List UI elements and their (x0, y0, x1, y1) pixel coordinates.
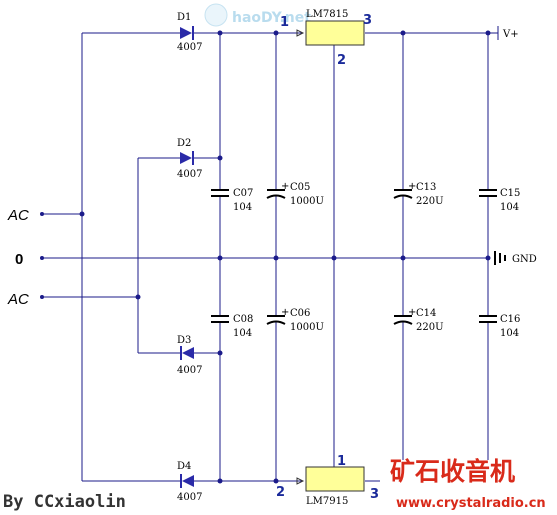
capacitor-c07-ref: C07 (233, 188, 253, 199)
input-ac-bottom-label: AC (7, 291, 29, 308)
capacitor-c14: + C14 220U (393, 307, 444, 333)
svg-text:+: + (281, 307, 289, 318)
capacitor-c05-value: 1000U (290, 196, 324, 207)
diode-d3-ref: D3 (177, 335, 191, 346)
regulator-lm7915: LM7915 2 1 3 (276, 454, 379, 507)
brand-url: www.crystalradio.cn (396, 496, 546, 511)
capacitor-c05-ref: C05 (290, 182, 310, 193)
capacitor-c08-value: 104 (233, 328, 252, 339)
watermark-text: haoDY.net (232, 10, 311, 26)
input-zero-label: 0 (15, 251, 23, 268)
brand-logo-text: 矿石收音机 (390, 457, 515, 486)
port-vplus: V+ (497, 26, 519, 40)
diode-d2-ref: D2 (177, 138, 191, 149)
capacitor-c13-ref: C13 (416, 182, 436, 193)
diode-d4: D4 4007 (177, 461, 202, 503)
capacitor-c16-ref: C16 (500, 314, 520, 325)
junction-dots (40, 30, 491, 484)
capacitor-c08-ref: C08 (233, 314, 253, 325)
regulator-top-part: LM7815 (306, 9, 348, 20)
diode-d4-part: 4007 (177, 492, 202, 503)
capacitor-c14-ref: C14 (416, 308, 436, 319)
ground-symbol: GND (494, 251, 537, 265)
svg-text:+: + (408, 307, 416, 318)
diode-d1: D1 4007 (177, 12, 202, 53)
diode-d1-part: 4007 (177, 42, 202, 53)
regulator-bottom-pin-gnd: 2 (276, 485, 285, 500)
svg-text:+: + (408, 181, 416, 192)
capacitor-c06-ref: C06 (290, 308, 310, 319)
capacitor-c15-value: 104 (500, 202, 519, 213)
wires (42, 32, 498, 482)
capacitor-c13: + C13 220U (393, 181, 444, 207)
input-ac-top-label: AC (7, 207, 29, 224)
capacitor-c16: C16 104 (479, 314, 520, 339)
author-credit: By CCxiaolin (3, 492, 126, 512)
port-gnd-label: GND (512, 254, 537, 265)
diode-d1-ref: D1 (177, 12, 191, 23)
capacitor-c13-value: 220U (416, 196, 444, 207)
diode-d3: D3 4007 (177, 335, 202, 376)
diode-d3-part: 4007 (177, 365, 202, 376)
capacitor-c05: + C05 1000U (266, 181, 324, 207)
capacitor-c16-value: 104 (500, 328, 519, 339)
regulator-top-pin-out: 3 (363, 13, 372, 28)
capacitor-c15: C15 104 (479, 188, 520, 213)
capacitor-c15-ref: C15 (500, 188, 520, 199)
diode-d2-part: 4007 (177, 169, 202, 180)
capacitor-c06: + C06 1000U (266, 307, 324, 333)
regulator-lm7815: LM7815 1 3 2 (280, 9, 372, 68)
capacitor-c07-value: 104 (233, 202, 252, 213)
regulator-top-pin-gnd: 2 (337, 53, 346, 68)
regulator-top-pin-in: 1 (280, 15, 289, 30)
capacitor-c08: C08 104 (211, 314, 253, 339)
diode-d4-ref: D4 (177, 461, 191, 472)
regulator-bottom-part: LM7915 (306, 496, 348, 507)
diode-d2: D2 4007 (177, 138, 202, 180)
regulator-bottom-pin-in: 1 (337, 454, 346, 469)
port-vplus-label: V+ (502, 29, 519, 40)
regulator-bottom-pin-out: 3 (370, 487, 379, 502)
capacitor-c06-value: 1000U (290, 322, 324, 333)
watermark: haoDY.net (204, 3, 311, 27)
svg-text:+: + (281, 181, 289, 192)
capacitor-c07: C07 104 (211, 188, 253, 213)
capacitor-c14-value: 220U (416, 322, 444, 333)
